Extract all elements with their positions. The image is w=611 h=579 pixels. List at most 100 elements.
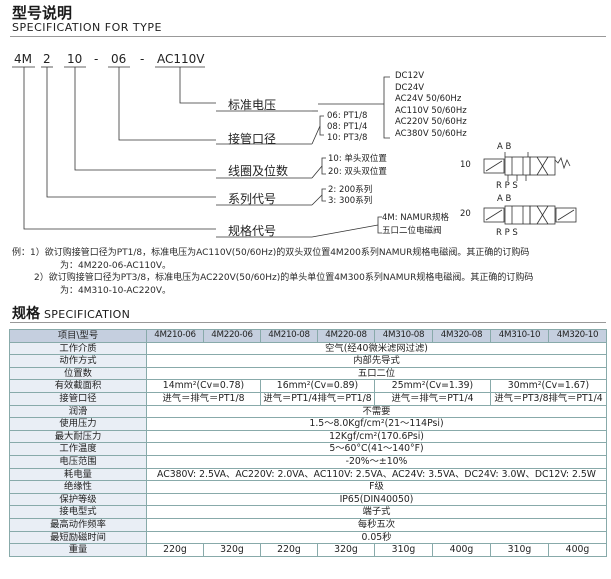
row-value: 0.05秒 (146, 530, 607, 545)
table-row: 最高动作频率每秒五次 (9, 517, 607, 532)
code-part-port: 06 (111, 52, 127, 66)
row-value: 内部先导式 (146, 354, 607, 368)
voltage-option: AC380V 50/60Hz (395, 128, 467, 139)
row-label: 工作温度 (9, 442, 147, 456)
voltage-option: AC24V 50/60Hz (395, 94, 462, 105)
spec-title-cn: 规格 (12, 306, 40, 322)
row-value: 400g (548, 543, 607, 557)
row-label: 耗电量 (9, 467, 147, 482)
row-value: 14mm²(Cv=0.78) (146, 379, 261, 393)
section-title: 型号说明 (12, 4, 73, 22)
row-value: 空气(经40微米滤网过滤) (146, 341, 607, 356)
symbol-ports-top: A B (497, 194, 512, 204)
code-part-voltage: AC110V (157, 52, 205, 66)
row-value: 320g (317, 543, 375, 557)
model-header: 4M310-10 (490, 329, 549, 343)
example-line: 2）欲订购接管口径为PT3/8，标准电压为AC220V(50/60Hz)的单头单… (34, 273, 534, 283)
row-value: 进气＝排气＝PT1/8 (146, 391, 261, 406)
model-header: 4M320-08 (432, 329, 491, 343)
category-spec: 规格代号 (228, 224, 277, 238)
coil-option: 10: 单头双位置 (328, 154, 387, 164)
ordering-examples: 例：1）欲订购接管口径为PT1/8，标准电压为AC110V(50/60Hz)的双… (12, 247, 533, 297)
row-label: 重量 (9, 543, 147, 557)
coil-option: 20: 双头双位置 (328, 167, 387, 177)
row-value: 每秒五次 (146, 517, 607, 532)
symbol-ports-bottom: R P S (496, 228, 518, 238)
row-value: 25mm²(Cv=1.39) (374, 379, 491, 393)
row-value: 220g (146, 543, 204, 557)
row-label: 接管口径 (9, 391, 147, 406)
divider (10, 322, 606, 323)
row-value: 12Kgf/cm²(170.6Psi) (146, 429, 607, 444)
row-value: 30mm²(Cv=1.67) (490, 379, 607, 393)
code-part-series: 2 (43, 52, 51, 66)
single-solenoid-valve-symbol (483, 152, 571, 181)
symbol-number-single: 10 (460, 160, 471, 170)
model-header: 4M320-10 (548, 329, 607, 343)
row-value: 400g (432, 543, 491, 557)
row-value: 进气＝排气＝PT1/4 (374, 391, 491, 406)
model-header: 4M220-06 (203, 329, 261, 343)
spec-section-title: 规格 SPECIFICATION (12, 303, 130, 323)
series-option: 3: 300系列 (328, 196, 373, 206)
row-label: 绝缘性 (9, 480, 147, 494)
section-subtitle: SPECIFICATION FOR TYPE (12, 21, 162, 34)
row-label: 电压范围 (9, 454, 147, 469)
spec-options: 4M: NAMUR规格 五口二位电磁阀 (382, 212, 449, 238)
row-label: 最短励磁时间 (9, 530, 147, 545)
row-value: 320g (203, 543, 261, 557)
category-port: 接管口径 (228, 132, 277, 146)
row-value: AC380V: 2.5VA、AC220V: 2.0VA、AC110V: 2.5V… (146, 467, 607, 482)
table-row: 动作方式内部先导式 (9, 354, 607, 368)
example-line: 为：4M310-10-AC220V。 (60, 285, 172, 296)
model-header: 4M210-06 (146, 329, 204, 343)
row-value: 310g (374, 543, 433, 557)
row-label: 动作方式 (9, 354, 147, 368)
spec-option: 4M: NAMUR规格 (382, 213, 449, 223)
coil-options: 10: 单头双位置 20: 双头双位置 (328, 153, 387, 179)
code-dash: - (140, 52, 145, 66)
row-value: 5～60°C(41～140°F) (146, 442, 607, 456)
code-part-coil: 10 (67, 52, 83, 66)
example-line: 例：1）欲订购接管口径为PT1/8，标准电压为AC110V(50/60Hz)的双… (12, 248, 530, 258)
row-value: -20%～±10% (146, 454, 607, 469)
port-option: 06: PT1/8 (327, 111, 368, 121)
row-label: 最大耐压力 (9, 429, 147, 444)
model-header: 4M310-08 (374, 329, 433, 343)
category-voltage: 标准电压 (228, 98, 277, 112)
row-value: 不需要 (146, 404, 607, 419)
code-connector-lines (12, 66, 577, 238)
table-row: 电压范围-20%～±10% (9, 454, 607, 469)
port-options: 06: PT1/8 08: PT1/4 10: PT3/8 (327, 111, 367, 144)
row-label: 润滑 (9, 404, 147, 419)
spec-option: 五口二位电磁阀 (382, 226, 442, 236)
row-value: 进气＝PT1/4排气＝PT1/8 (260, 391, 375, 406)
table-row: 接电型式端子式 (9, 505, 607, 519)
row-label: 接电型式 (9, 505, 147, 519)
model-header: 4M220-08 (317, 329, 375, 343)
table-row: 位置数五口二位 (9, 366, 607, 381)
spec-title-en: SPECIFICATION (44, 308, 131, 321)
row-value: 端子式 (146, 505, 607, 519)
row-label: 有效截面积 (9, 379, 147, 393)
code-part-series-prefix: 4M (14, 52, 32, 66)
row-label: 位置数 (9, 366, 147, 381)
row-label: 使用压力 (9, 417, 147, 431)
port-option: 10: PT3/8 (327, 133, 368, 143)
row-value: 五口二位 (146, 366, 607, 381)
header-label: 项目\型号 (9, 329, 147, 343)
row-value: 进气＝PT3/8排气＝PT1/4 (490, 391, 607, 406)
row-label: 最高动作频率 (9, 517, 147, 532)
table-row: 工作介质空气(经40微米滤网过滤) (9, 341, 607, 356)
